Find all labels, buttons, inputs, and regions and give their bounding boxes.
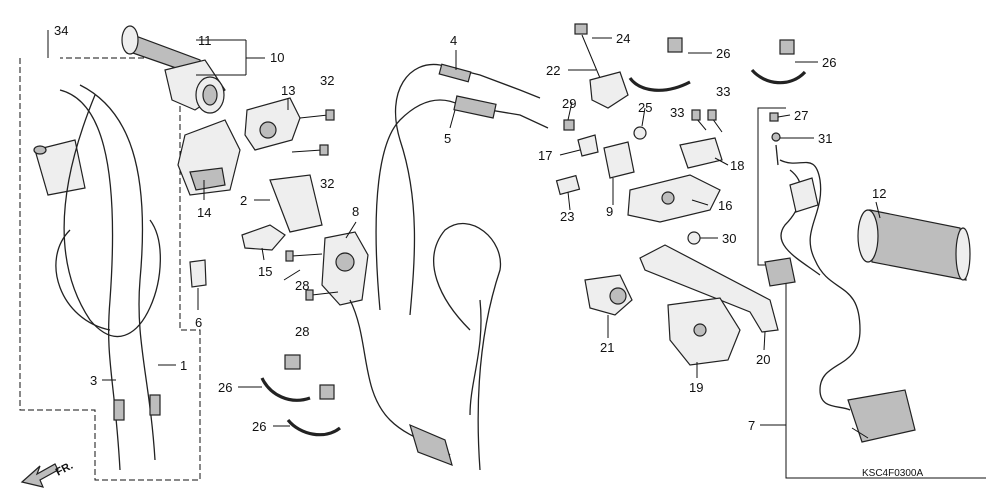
callout-28-upper: 28 bbox=[295, 278, 309, 293]
clutch-lever bbox=[639, 244, 779, 333]
callout-22: 22 bbox=[546, 63, 560, 78]
callout-29: 29 bbox=[562, 96, 576, 111]
left-grip bbox=[857, 209, 971, 281]
callout-34: 34 bbox=[54, 23, 68, 38]
callout-26-left-lower: 26 bbox=[252, 419, 266, 434]
band-26-left-lower bbox=[286, 384, 341, 437]
callout-14: 14 bbox=[197, 205, 211, 220]
callout-27: 27 bbox=[794, 108, 808, 123]
callout-18: 18 bbox=[730, 158, 744, 173]
lever-holder-18 bbox=[679, 137, 723, 169]
callout-3: 3 bbox=[90, 373, 97, 388]
screw-27 bbox=[769, 112, 779, 122]
throttle-grip bbox=[121, 25, 226, 114]
band-26-top-a bbox=[628, 37, 691, 92]
callout-31: 31 bbox=[818, 131, 832, 146]
front-direction-indicator: FR. bbox=[20, 460, 75, 488]
callout-11: 11 bbox=[198, 33, 212, 48]
callout-labels: 34 11 10 13 32 32 14 2 15 8 28 28 6 3 1 … bbox=[54, 23, 886, 434]
callout-4: 4 bbox=[450, 33, 457, 48]
clutch-cables bbox=[375, 63, 549, 471]
diagram-code: KSC4F0300A bbox=[862, 468, 923, 479]
cable-boot bbox=[33, 139, 86, 196]
cable-guide bbox=[241, 224, 286, 251]
callout-17: 17 bbox=[538, 148, 552, 163]
lever-assembly-19 bbox=[667, 297, 741, 366]
callout-33-b: 33 bbox=[716, 84, 730, 99]
lever-holder-21 bbox=[584, 274, 633, 316]
kill-switch bbox=[321, 231, 369, 306]
screw-28-upper bbox=[285, 250, 323, 262]
callout-28-lower: 28 bbox=[295, 324, 309, 339]
clamp-rubber bbox=[269, 174, 323, 233]
callout-10: 10 bbox=[270, 50, 284, 65]
callout-19: 19 bbox=[689, 380, 703, 395]
callout-26-left-upper: 26 bbox=[218, 380, 232, 395]
bolt-33-b bbox=[707, 109, 723, 133]
bolt-33-a bbox=[691, 109, 707, 131]
clip-17 bbox=[577, 134, 599, 157]
nut-30 bbox=[687, 231, 701, 245]
clutch-lever-bracket bbox=[627, 174, 721, 223]
bolt-32-upper bbox=[299, 109, 335, 121]
throttle-housing-lower bbox=[177, 119, 241, 196]
callout-26-top-b: 26 bbox=[822, 55, 836, 70]
nut-25 bbox=[633, 126, 647, 140]
callout-32-upper: 32 bbox=[320, 73, 334, 88]
switch-connector bbox=[409, 423, 453, 466]
callout-23: 23 bbox=[560, 209, 574, 224]
washer-31 bbox=[771, 132, 781, 142]
callout-13: 13 bbox=[281, 83, 295, 98]
bolt-29 bbox=[563, 119, 575, 131]
clutch-switch bbox=[603, 141, 635, 179]
callout-30: 30 bbox=[722, 231, 736, 246]
group-34-outline bbox=[19, 30, 201, 481]
callout-33-a: 33 bbox=[670, 105, 684, 120]
leader-lines bbox=[102, 37, 881, 427]
throttle-cables bbox=[55, 84, 161, 471]
callout-21: 21 bbox=[600, 340, 614, 355]
ground-wire bbox=[775, 144, 779, 166]
bolt-32-lower bbox=[291, 144, 329, 156]
switch-wire bbox=[349, 299, 451, 456]
screw-28-lower bbox=[305, 289, 339, 301]
callout-9: 9 bbox=[606, 204, 613, 219]
band-26-top-b bbox=[750, 39, 807, 85]
callout-8: 8 bbox=[352, 204, 359, 219]
callout-1: 1 bbox=[180, 358, 187, 373]
callout-16: 16 bbox=[718, 198, 732, 213]
callout-5: 5 bbox=[444, 131, 451, 146]
callout-20: 20 bbox=[756, 352, 770, 367]
callout-26-top-a: 26 bbox=[716, 46, 730, 61]
callout-7: 7 bbox=[748, 418, 755, 433]
callout-32-lower: 32 bbox=[320, 176, 334, 191]
callout-15: 15 bbox=[258, 264, 272, 279]
lever-bracket bbox=[574, 23, 629, 109]
cable-adjuster bbox=[555, 174, 581, 196]
callout-12: 12 bbox=[872, 186, 886, 201]
direction-label: FR. bbox=[54, 460, 75, 479]
switch-harness bbox=[764, 159, 916, 443]
callout-2: 2 bbox=[240, 193, 247, 208]
callout-25: 25 bbox=[638, 100, 652, 115]
band-26-left-upper bbox=[260, 354, 311, 402]
cable-clip bbox=[189, 259, 207, 288]
throttle-housing-upper bbox=[244, 97, 301, 151]
callout-24: 24 bbox=[616, 31, 630, 46]
callout-6: 6 bbox=[195, 315, 202, 330]
